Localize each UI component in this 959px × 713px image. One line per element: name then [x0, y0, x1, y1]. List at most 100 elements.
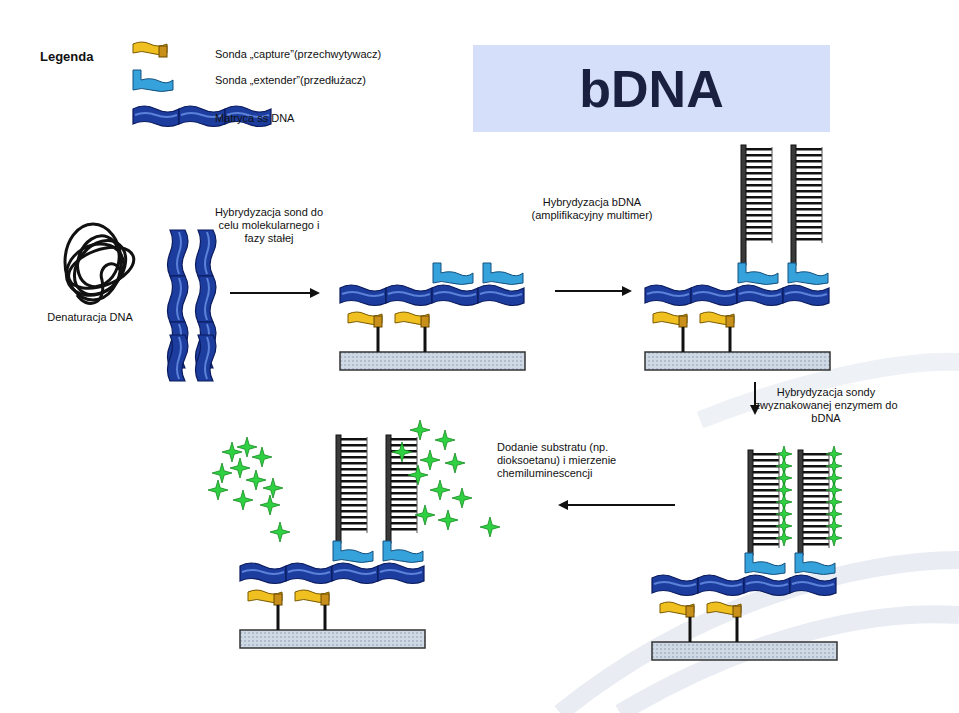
solid-phase — [240, 630, 425, 648]
chemiluminescence-star — [233, 490, 253, 510]
ssdna-highlight — [480, 292, 522, 296]
ssdna-highlight — [388, 292, 430, 296]
multimer-branch — [753, 495, 779, 498]
multimer-branch — [803, 543, 829, 546]
capture-tab — [421, 316, 429, 327]
multimer-branch — [746, 184, 772, 187]
multimer-branch — [803, 483, 829, 486]
multimer-branch — [753, 465, 779, 468]
capture-tab — [679, 316, 687, 327]
ssdna-highlight — [342, 292, 384, 296]
ssdna-segment — [783, 285, 829, 306]
chemiluminescence-star — [445, 453, 465, 473]
capture-tab — [726, 316, 734, 327]
chemiluminescence-star — [263, 478, 283, 498]
ssdna-highlight — [647, 292, 689, 296]
extender-probe — [383, 541, 423, 563]
tangle-loop — [57, 234, 133, 306]
extender-probe — [738, 263, 778, 285]
multimer-branch — [391, 498, 417, 501]
capture-tab — [321, 594, 329, 605]
process-arrow — [560, 504, 675, 506]
capture-tab — [733, 606, 741, 617]
legend-heading: Legenda — [40, 49, 120, 65]
ssdna-segment — [432, 285, 478, 306]
multimer-branch — [341, 504, 367, 507]
multimer-branch — [746, 232, 772, 235]
chemiluminescence-star — [410, 420, 430, 440]
chemiluminescence-star — [246, 470, 266, 490]
assay-panel — [340, 263, 525, 370]
multimer-stem — [741, 145, 746, 265]
multimer-branch — [796, 196, 822, 199]
multimer-branch — [753, 531, 779, 534]
multimer-branch — [341, 444, 367, 447]
ssdna-highlight — [205, 337, 209, 379]
ssdna-segment — [386, 285, 432, 306]
multimer-branch — [796, 190, 822, 193]
multimer-branch — [341, 510, 367, 513]
chemiluminescence-star — [230, 458, 250, 478]
multimer-branch — [753, 507, 779, 510]
multimer-branch — [753, 525, 779, 528]
solid-phase — [340, 352, 525, 370]
multimer-branch — [341, 480, 367, 483]
multimer-branch — [796, 226, 822, 229]
multimer-branch — [753, 519, 779, 522]
ssdna-segment — [645, 285, 691, 306]
step-label: Hybrydyzacja sondy zwyznakowanej enzymem… — [750, 386, 902, 426]
ssdna-highlight — [700, 582, 742, 586]
multimer-branch — [746, 148, 772, 151]
capture-tab — [159, 46, 167, 57]
chemiluminescence-star — [430, 480, 450, 500]
multimer-branch — [391, 504, 417, 507]
multimer-branch — [341, 486, 367, 489]
multimer-branch — [753, 543, 779, 546]
multimer-branch — [796, 202, 822, 205]
multimer-branch — [803, 477, 829, 480]
ssdna-segment — [196, 276, 217, 322]
multimer-spine — [417, 437, 418, 533]
multimer-branch — [746, 160, 772, 163]
ssdna-segment — [196, 230, 217, 276]
chemiluminescence-star — [222, 442, 242, 462]
multimer-branch — [796, 172, 822, 175]
capture-linker — [736, 617, 739, 642]
ssdna-segment — [478, 285, 524, 306]
multimer-branch — [341, 522, 367, 525]
extender-probe — [788, 263, 828, 285]
multimer-branch — [391, 516, 417, 519]
ssdna-highlight — [242, 570, 284, 574]
dna-tangle — [57, 224, 139, 305]
multimer-branch — [803, 453, 829, 456]
multimer-spine — [367, 437, 368, 533]
multimer-branch — [746, 178, 772, 181]
multimer-branch — [753, 477, 779, 480]
chemiluminescence-star — [408, 465, 428, 485]
chemiluminescence-star — [480, 517, 500, 537]
ss-strand — [196, 230, 217, 381]
multimer-branch — [746, 166, 772, 169]
multimer-branch — [746, 238, 772, 241]
chemiluminescence-star — [438, 510, 458, 530]
multimer-branch — [391, 492, 417, 495]
multimer-branch — [746, 172, 772, 175]
multimer-branch — [803, 525, 829, 528]
multimer-branch — [753, 453, 779, 456]
background-swoosh — [620, 614, 959, 713]
chemiluminescence-star — [452, 488, 472, 508]
multimer-stem — [748, 450, 753, 555]
multimer-branch — [803, 531, 829, 534]
ssdna-segment — [698, 575, 744, 596]
multimer-branch — [796, 160, 822, 163]
ssdna-highlight — [654, 582, 696, 586]
process-arrow — [555, 290, 630, 292]
multimer-branch — [391, 462, 417, 465]
ssdna-highlight — [380, 570, 422, 574]
multimer-branch — [341, 528, 367, 531]
chemiluminescence-star — [270, 522, 290, 542]
ssdna-segment — [652, 575, 698, 596]
ssdna-highlight — [177, 232, 181, 274]
multimer-branch — [746, 190, 772, 193]
capture-linker — [729, 327, 732, 352]
